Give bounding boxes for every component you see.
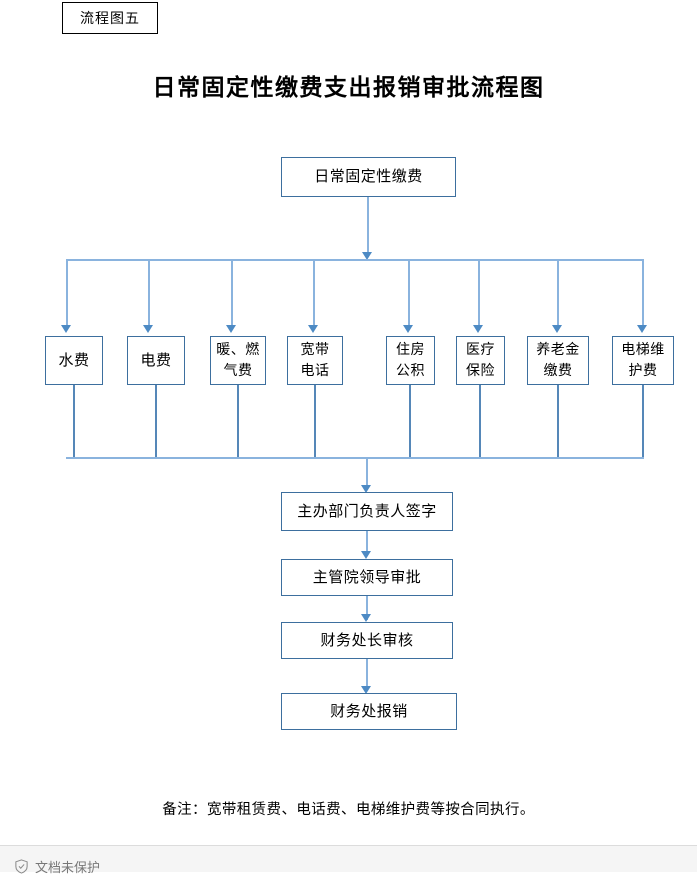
flow-node-approval-1-label: 主办部门负责人签字 bbox=[297, 501, 437, 520]
flow-node-branch-8-label-line1: 电梯维 bbox=[621, 342, 665, 359]
connector-branch-7-to-bus bbox=[557, 385, 559, 458]
connector-bus-to-branch-6 bbox=[478, 259, 480, 327]
arrowhead-branch-2 bbox=[143, 325, 153, 333]
connector-bus-to-branch-4 bbox=[313, 259, 315, 327]
connector-bus-to-branch-5 bbox=[408, 259, 410, 327]
connector-approval-1-to-2 bbox=[366, 531, 368, 556]
connector-bus-to-branch-3 bbox=[231, 259, 233, 327]
flow-node-branch-3-label-line1: 暖、燃 bbox=[216, 342, 260, 359]
connector-bus-to-approval-1 bbox=[366, 457, 368, 489]
flow-node-branch-5-label-line1: 住房 bbox=[396, 342, 425, 359]
flow-node-branch-1-label: 水费 bbox=[58, 350, 90, 369]
arrowhead-approval-4 bbox=[361, 686, 371, 694]
arrowhead-start-to-bus bbox=[362, 252, 372, 260]
flow-node-branch-3-label-line2: 气费 bbox=[223, 362, 253, 379]
connector-bus-to-branch-7 bbox=[557, 259, 559, 327]
arrowhead-branch-7 bbox=[552, 325, 562, 333]
flow-node-branch-3[interactable]: 暖、燃 气费 bbox=[210, 336, 266, 385]
flow-node-branch-6-label-line2: 保险 bbox=[466, 362, 495, 379]
branch-bus-top bbox=[66, 259, 644, 261]
flow-node-branch-7-label-line2: 缴费 bbox=[543, 362, 573, 379]
connector-branch-8-to-bus bbox=[642, 385, 644, 458]
connector-approval-2-to-3 bbox=[366, 596, 368, 620]
flow-node-branch-8[interactable]: 电梯维 护费 bbox=[612, 336, 674, 385]
connector-branch-3-to-bus bbox=[237, 385, 239, 458]
flow-node-branch-1[interactable]: 水费 bbox=[45, 336, 103, 385]
arrowhead-branch-4 bbox=[308, 325, 318, 333]
arrowhead-approval-2 bbox=[361, 551, 371, 559]
connector-start-to-bus bbox=[367, 197, 369, 255]
connector-bus-to-branch-1 bbox=[66, 259, 68, 327]
bottom-status-bar: 文档未保护 bbox=[0, 845, 697, 876]
flow-node-branch-4-label-line1: 宽带 bbox=[300, 342, 330, 359]
arrowhead-branch-5 bbox=[403, 325, 413, 333]
connector-branch-1-to-bus bbox=[73, 385, 75, 458]
flow-node-branch-7-label-line1: 养老金 bbox=[536, 342, 580, 359]
flow-node-approval-3-label: 财务处长审核 bbox=[320, 630, 414, 649]
connector-branch-2-to-bus bbox=[155, 385, 157, 458]
flow-node-branch-7[interactable]: 养老金 缴费 bbox=[527, 336, 589, 385]
document-page: 流程图五 日常固定性缴费支出报销审批流程图 日常固定性缴费 水费 电费 暖、燃 … bbox=[45, 2, 674, 818]
arrowhead-branch-3 bbox=[226, 325, 236, 333]
arrowhead-branch-1 bbox=[61, 325, 71, 333]
connector-approval-3-to-4 bbox=[366, 659, 368, 691]
flow-node-branch-2[interactable]: 电费 bbox=[127, 336, 185, 385]
flow-node-branch-4[interactable]: 宽带 电话 bbox=[287, 336, 343, 385]
flow-node-branch-6[interactable]: 医疗 保险 bbox=[456, 336, 505, 385]
arrowhead-branch-6 bbox=[473, 325, 483, 333]
arrowhead-approval-1 bbox=[361, 485, 371, 493]
connector-bus-to-branch-8 bbox=[642, 259, 644, 327]
connector-branch-6-to-bus bbox=[479, 385, 481, 458]
document-protection-status: 文档未保护 bbox=[35, 861, 101, 876]
flow-node-approval-1[interactable]: 主办部门负责人签字 bbox=[281, 492, 453, 531]
diagram-tag-label: 流程图五 bbox=[62, 2, 158, 34]
flow-node-start-label: 日常固定性缴费 bbox=[314, 167, 423, 186]
flow-node-approval-4-label: 财务处报销 bbox=[330, 701, 408, 720]
footnote-remark: 备注：宽带租赁费、电话费、电梯维护费等按合同执行。 bbox=[162, 802, 535, 818]
flow-node-branch-5[interactable]: 住房 公积 bbox=[386, 336, 435, 385]
branch-bus-bottom bbox=[66, 457, 644, 459]
flow-node-approval-3[interactable]: 财务处长审核 bbox=[281, 622, 453, 659]
connector-bus-to-branch-2 bbox=[148, 259, 150, 327]
page-title: 日常固定性缴费支出报销审批流程图 bbox=[152, 74, 545, 101]
arrowhead-branch-8 bbox=[637, 325, 647, 333]
flow-node-approval-2-label: 主管院领导审批 bbox=[312, 567, 422, 586]
flow-node-branch-4-label-line2: 电话 bbox=[300, 362, 330, 379]
flow-node-branch-5-label-line2: 公积 bbox=[396, 362, 425, 379]
flow-node-branch-8-label-line2: 护费 bbox=[628, 362, 658, 379]
connector-branch-4-to-bus bbox=[314, 385, 316, 458]
flow-node-start[interactable]: 日常固定性缴费 bbox=[281, 157, 456, 197]
arrowhead-approval-3 bbox=[361, 614, 371, 622]
flow-node-approval-2[interactable]: 主管院领导审批 bbox=[281, 559, 453, 596]
flow-node-branch-6-label-line1: 医疗 bbox=[466, 342, 495, 359]
flow-node-approval-4[interactable]: 财务处报销 bbox=[281, 693, 457, 730]
connector-branch-5-to-bus bbox=[409, 385, 411, 458]
flow-node-branch-2-label: 电费 bbox=[140, 350, 172, 369]
